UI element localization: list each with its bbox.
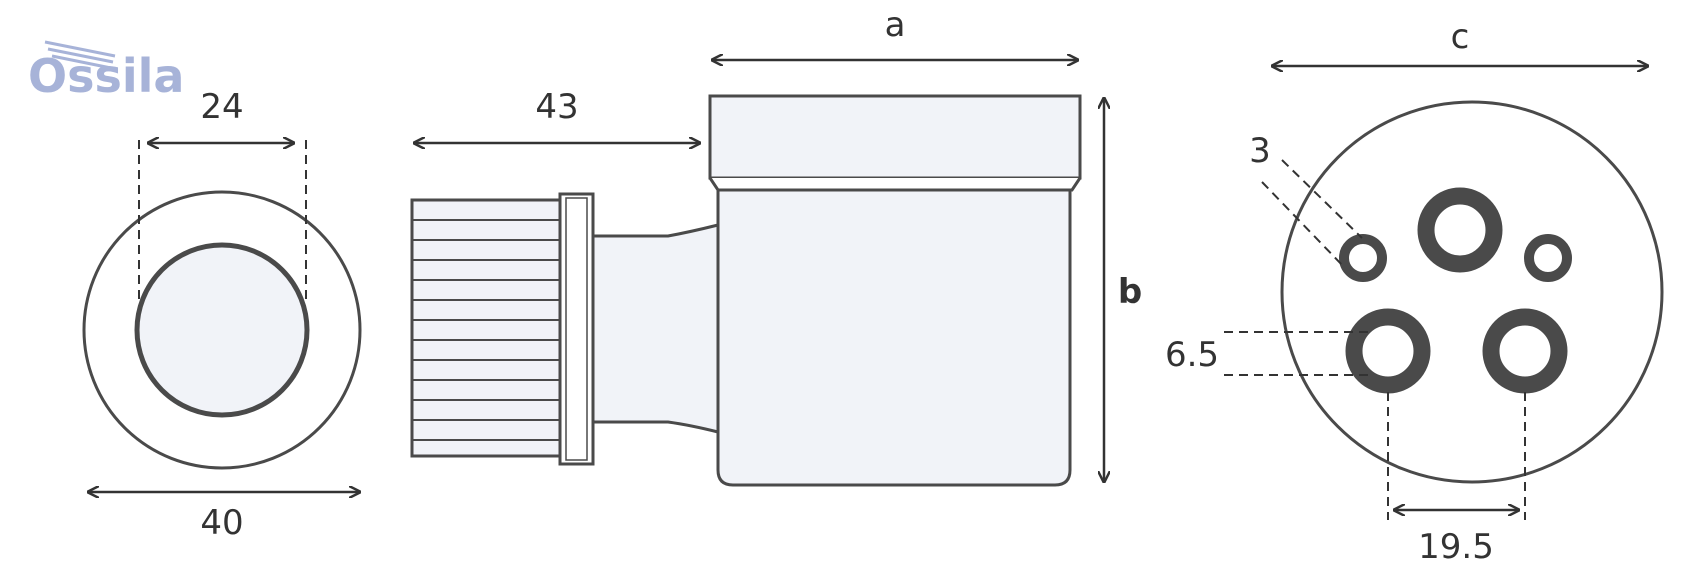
- pin-hole-large-right: [1482, 308, 1568, 394]
- knurled-grip: [410, 198, 562, 458]
- connector-cap: [708, 94, 1082, 180]
- pin-hole-small-right: [1524, 234, 1572, 282]
- dimension-19-5-label: 19.5: [1418, 527, 1494, 567]
- dimension-6-5-label: 6.5: [1165, 335, 1219, 375]
- grip-collar-inner: [565, 197, 588, 461]
- side-view: 43 a b: [410, 5, 1142, 487]
- cap-shoulder: [708, 177, 1082, 192]
- dimension-40-label: 40: [200, 503, 243, 543]
- dimension-24-label: 24: [200, 87, 243, 127]
- ossila-logo: Ossila: [28, 40, 184, 103]
- connector-body: [716, 184, 1072, 487]
- dimension-3-label: 3: [1249, 131, 1271, 171]
- dimension-43-label: 43: [535, 87, 578, 127]
- dimension-3-leader-lower: [1261, 181, 1346, 269]
- pin-face-outline: [1280, 100, 1664, 484]
- grip-collar: [558, 192, 595, 466]
- grip-ridges: [412, 219, 560, 441]
- pin-hole-large-top: [1417, 187, 1503, 273]
- inner-face: [134, 242, 310, 418]
- dimension-c-label: c: [1451, 17, 1470, 57]
- logo-wings-icon: [44, 40, 116, 70]
- dimension-a-label: a: [885, 5, 906, 45]
- dimension-3-leader-upper: [1281, 159, 1363, 239]
- front-view: 24 40: [82, 87, 362, 543]
- dimension-b-label: b: [1118, 272, 1142, 312]
- connector-neck: [591, 223, 720, 434]
- pin-view: c 3 6.5 19.5: [1165, 17, 1664, 567]
- pin-hole-large-left: [1345, 308, 1431, 394]
- logo-text: Ossila: [28, 49, 184, 103]
- pin-hole-small-left: [1339, 234, 1387, 282]
